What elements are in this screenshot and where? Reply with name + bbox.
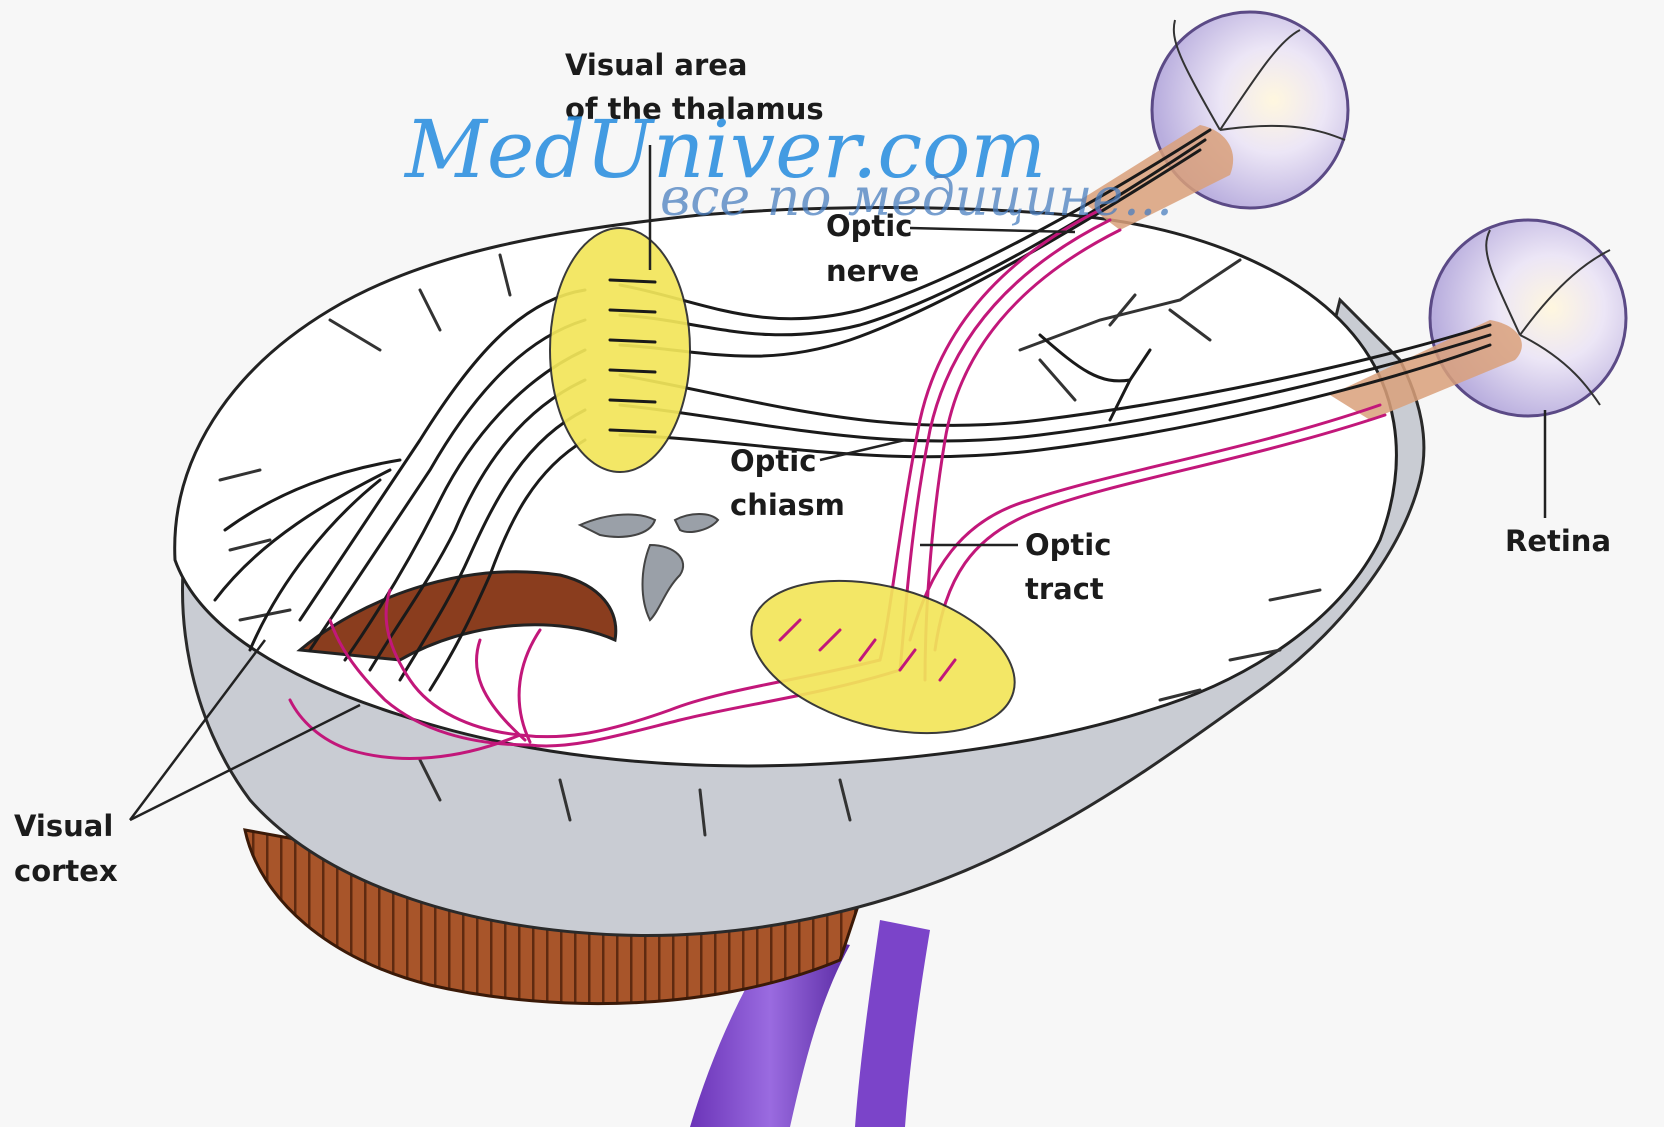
thalamus-upper — [550, 228, 690, 472]
optic-tract-label-line2: tract — [1025, 568, 1104, 610]
watermark-sub: все по медицине... — [660, 168, 1173, 228]
right-eyeball — [1430, 220, 1626, 416]
visual-cortex-label-line2: cortex — [14, 850, 118, 892]
optic-nerve-label-line2: nerve — [826, 250, 919, 292]
visual-cortex-label-line1: Visual — [14, 805, 113, 847]
thalamus-label-line1: Visual area — [565, 44, 748, 86]
optic-tract-label-line1: Optic — [1025, 524, 1111, 566]
optic-chiasm-label-line2: chiasm — [730, 484, 845, 526]
retina-label: Retina — [1505, 520, 1611, 562]
optic-chiasm-label-line1: Optic — [730, 440, 816, 482]
